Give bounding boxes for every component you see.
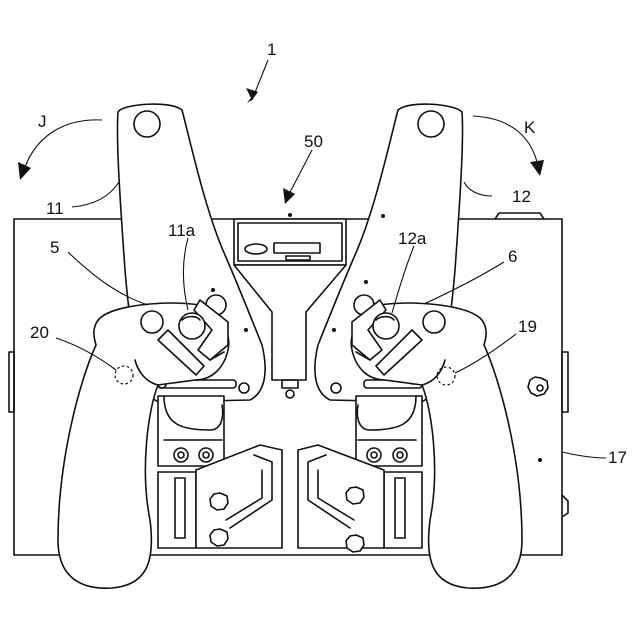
label-main: 1 <box>267 40 276 59</box>
label-right-mark: 19 <box>518 317 537 336</box>
label-right-arm-part: 12a <box>398 229 427 248</box>
label-left-arm-part: 11a <box>168 221 196 240</box>
label-display-unit: 50 <box>304 132 323 151</box>
label-side-body: 17 <box>608 448 627 467</box>
label-rotation-k: K <box>524 118 536 137</box>
label-rotation-j: J <box>38 112 47 131</box>
label-right-arm: 12 <box>512 187 531 206</box>
label-left-mark: 20 <box>30 323 49 342</box>
label-left-grip: 5 <box>50 238 59 257</box>
label-right-grip: 6 <box>508 247 517 266</box>
side-knob <box>528 377 548 396</box>
label-left-arm: 11 <box>46 199 64 218</box>
